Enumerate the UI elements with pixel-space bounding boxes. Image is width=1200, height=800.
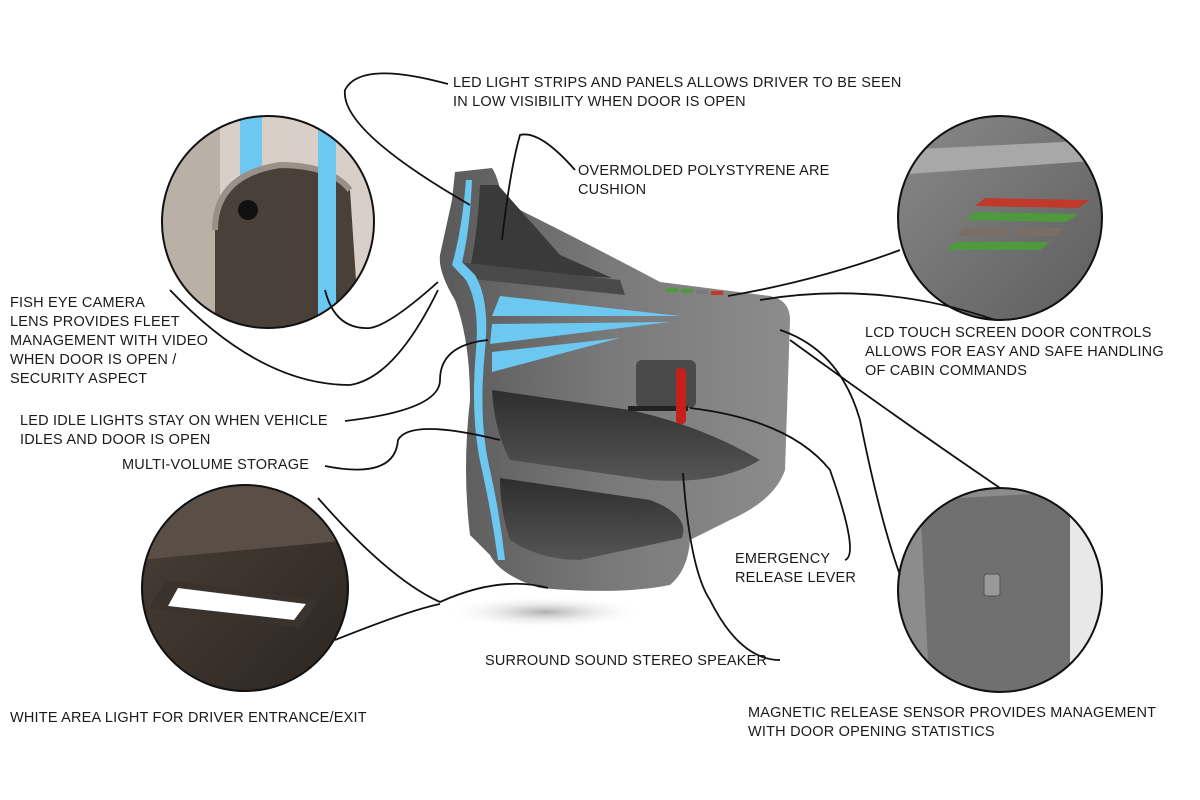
door-armrest	[458, 262, 625, 295]
leader-speaker	[682, 472, 781, 661]
callout-idle-lights: LED IDLE LIGHTS STAY ON WHEN VEHICLE IDL…	[20, 413, 328, 448]
lcd-control-2	[681, 289, 693, 293]
handle-recess	[636, 360, 696, 408]
callout-led-strips: LED LIGHT STRIPS AND PANELS ALLOWS DRIVE…	[453, 75, 902, 110]
led-strip-vertical	[452, 180, 505, 560]
leader-camera-lower	[169, 289, 439, 386]
leader-magnetic-1	[779, 329, 901, 576]
handle-bar	[628, 406, 688, 411]
zoom-area-light	[141, 484, 349, 692]
leader-magnetic-2	[789, 339, 1001, 489]
door-panel	[439, 168, 790, 591]
leader-cushion	[501, 133, 576, 241]
sensor-button-icon	[983, 573, 1001, 597]
storage-pocket-lower	[500, 478, 684, 560]
leader-area-light-1	[317, 497, 549, 603]
emergency-release-lever	[676, 368, 686, 424]
lcd-control-3	[696, 290, 708, 294]
led-panel-1	[492, 296, 680, 316]
leader-led-strips	[344, 72, 471, 206]
leader-storage	[324, 428, 501, 471]
door-shadow	[445, 596, 645, 628]
leader-lcd-bottom	[759, 292, 996, 321]
leader-area-light-2	[334, 603, 441, 641]
camera-lens-icon	[238, 200, 258, 220]
callout-storage: MULTI-VOLUME STORAGE	[122, 457, 310, 473]
callout-lcd: LCD TOUCH SCREEN DOOR CONTROLS ALLOWS FO…	[865, 325, 1164, 379]
callout-cushion: OVERMOLDED POLYSTYRENE ARE CUSHION	[578, 163, 830, 198]
callout-magnetic: MAGNETIC RELEASE SENSOR PROVIDES MANAGEM…	[748, 705, 1157, 740]
callout-camera: FISH EYE CAMERA LENS PROVIDES FLEET MANA…	[10, 295, 209, 387]
leader-lines	[169, 72, 1001, 661]
callout-speaker: SURROUND SOUND STEREO SPEAKER	[485, 653, 768, 669]
leader-lcd-top	[727, 249, 901, 297]
lcd-control-4	[711, 291, 723, 295]
led-panel-3	[492, 338, 620, 372]
lcd-control-1	[666, 288, 678, 292]
storage-pocket-upper	[492, 390, 760, 481]
leader-camera-upper	[324, 281, 439, 329]
led-panel-2	[490, 322, 670, 344]
leader-idle-lights	[344, 339, 489, 422]
leader-emergency	[689, 407, 851, 561]
zoom-lcd	[897, 115, 1103, 321]
callout-area-light: WHITE AREA LIGHT FOR DRIVER ENTRANCE/EXI…	[10, 710, 367, 726]
zoom-magnetic-sensor	[897, 487, 1103, 693]
callout-emergency: EMERGENCY RELEASE LEVER	[735, 551, 857, 586]
